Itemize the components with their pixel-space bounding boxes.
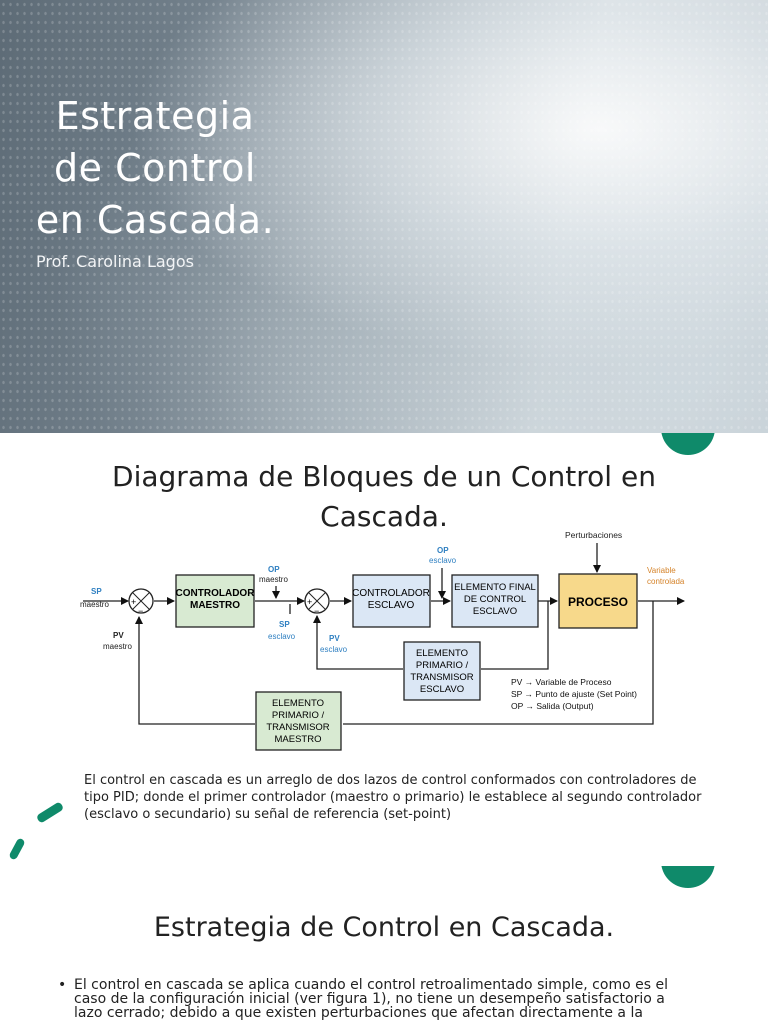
bullet-list: El control en cascada se aplica cuando e… [58,978,718,1020]
block-controlador-esclavo: CONTROLADOR ESCLAVO [352,574,431,628]
svg-text:+: + [131,597,136,607]
svg-text:+: + [307,597,312,607]
list-item: El control en cascada se aplica cuando e… [58,978,718,1020]
svg-text:SP → Punto de ajuste (Set Poin: SP → Punto de ajuste (Set Point) [511,689,637,699]
svg-text:controlada: controlada [647,577,685,586]
svg-text:maestro: maestro [103,642,132,651]
author-name: Prof. Carolina Lagos [36,252,194,271]
summing-junction-maestro: + − [128,588,154,616]
bullet-line: El control en cascada se aplica cuando e… [74,977,668,993]
svg-text:SP: SP [91,587,102,596]
svg-text:Perturbaciones: Perturbaciones [565,530,622,540]
svg-text:ESCLAVO: ESCLAVO [473,606,517,617]
svg-text:SP: SP [279,620,290,629]
svg-text:PRIMARIO /: PRIMARIO / [416,660,469,671]
svg-text:DE CONTROL: DE CONTROL [464,594,526,605]
svg-text:maestro: maestro [259,575,288,584]
svg-text:OP: OP [268,565,280,574]
svg-text:esclavo: esclavo [429,556,457,565]
bullet-line: caso de la configuración inicial (ver fi… [74,991,665,1007]
block-transmisor-esclavo: ELEMENTO PRIMARIO / TRANSMISOR ESCLAVO [403,641,481,701]
title-line: Estrategia [55,94,255,138]
diagram-legend: PV → Variable de Proceso SP → Punto de a… [511,677,637,711]
svg-text:TRANSMISOR: TRANSMISOR [410,672,473,683]
svg-text:maestro: maestro [80,600,109,609]
diagram-slide: Diagrama de Bloques de un Control en Cas… [0,433,768,866]
strategy-slide: Estrategia de Control en Cascada. El con… [0,866,768,1024]
title-slide-heading: Estrategia de Control en Cascada. [20,90,290,246]
accent-circle [661,433,715,455]
svg-text:MAESTRO: MAESTRO [275,734,322,745]
strategy-slide-title: Estrategia de Control en Cascada. [153,912,615,943]
svg-text:ESCLAVO: ESCLAVO [368,600,415,611]
svg-text:OP → Salida (Output): OP → Salida (Output) [511,701,594,711]
block-diagram: + − + − CONTROLADOR MAESTRO CONTROLADOR … [80,530,685,751]
accent-dash [35,801,65,824]
svg-text:TRANSMISOR: TRANSMISOR [266,722,329,733]
svg-text:−: − [314,606,319,616]
svg-text:esclavo: esclavo [320,645,348,654]
block-elemento-final: ELEMENTO FINAL DE CONTROL ESCLAVO [451,574,539,628]
title-line: de Control [54,146,256,190]
svg-text:ELEMENTO: ELEMENTO [272,698,324,709]
svg-text:PV: PV [329,634,340,643]
title-line: en Cascada. [35,198,275,242]
summing-junction-esclavo: + − [304,588,330,616]
svg-text:CONTROLADOR: CONTROLADOR [352,588,430,599]
svg-text:ELEMENTO FINAL: ELEMENTO FINAL [454,582,536,593]
svg-text:OP: OP [437,546,449,555]
title-slide: Estrategia de Control en Cascada. Prof. … [0,0,768,433]
svg-text:CONTROLADOR: CONTROLADOR [176,588,256,599]
title-line: Cascada. [320,500,448,533]
svg-text:PROCESO: PROCESO [568,595,628,609]
diagram-description: El control en cascada es un arreglo de d… [84,773,702,822]
svg-text:Variable: Variable [647,566,676,575]
accent-circle [661,866,715,888]
title-line: Diagrama de Bloques de un Control en [112,460,656,493]
block-transmisor-maestro: ELEMENTO PRIMARIO / TRANSMISOR MAESTRO [255,691,342,751]
bullet-line: lazo cerrado; debido a que existen pertu… [74,1005,643,1021]
svg-text:PRIMARIO /: PRIMARIO / [272,710,325,721]
svg-text:ELEMENTO: ELEMENTO [416,648,468,659]
svg-text:ESCLAVO: ESCLAVO [420,684,464,695]
svg-text:MAESTRO: MAESTRO [190,600,240,611]
accent-dash [8,837,26,861]
svg-text:PV → Variable de Proceso: PV → Variable de Proceso [511,677,612,687]
block-controlador-maestro: CONTROLADOR MAESTRO [175,574,256,628]
svg-text:PV: PV [113,631,124,640]
svg-text:esclavo: esclavo [268,632,296,641]
frost-texture [0,0,768,433]
svg-text:−: − [138,606,143,616]
signal-labels: SP maestro PV maestro OP maestro SP escl… [80,530,685,654]
diagram-slide-title: Diagrama de Bloques de un Control en Cas… [100,457,668,537]
block-proceso: PROCESO [558,573,638,629]
